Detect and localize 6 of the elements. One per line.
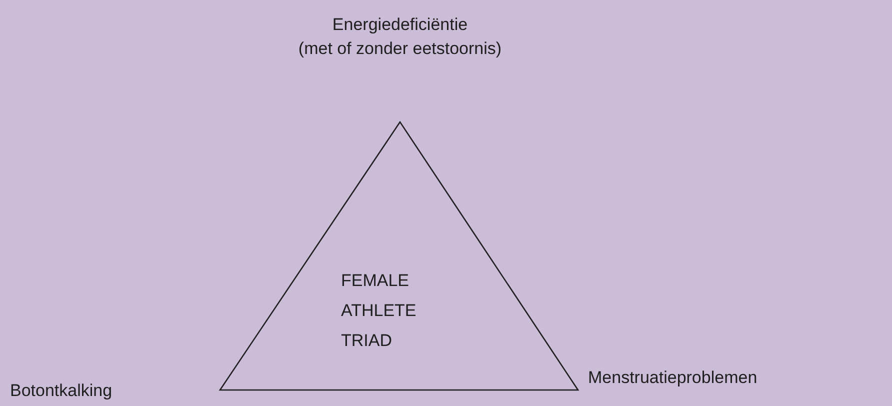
node-text: FEMALE ATHLETE TRIAD <box>341 270 418 352</box>
corner-label: Menstruatieproblemen <box>588 367 758 389</box>
corner-label: Energiedeficiëntie <box>331 14 469 36</box>
triangle <box>219 121 579 391</box>
corner-label: (met of zonder eetstoornis) <box>297 38 503 60</box>
corner-label: Botontkalking <box>10 380 112 402</box>
